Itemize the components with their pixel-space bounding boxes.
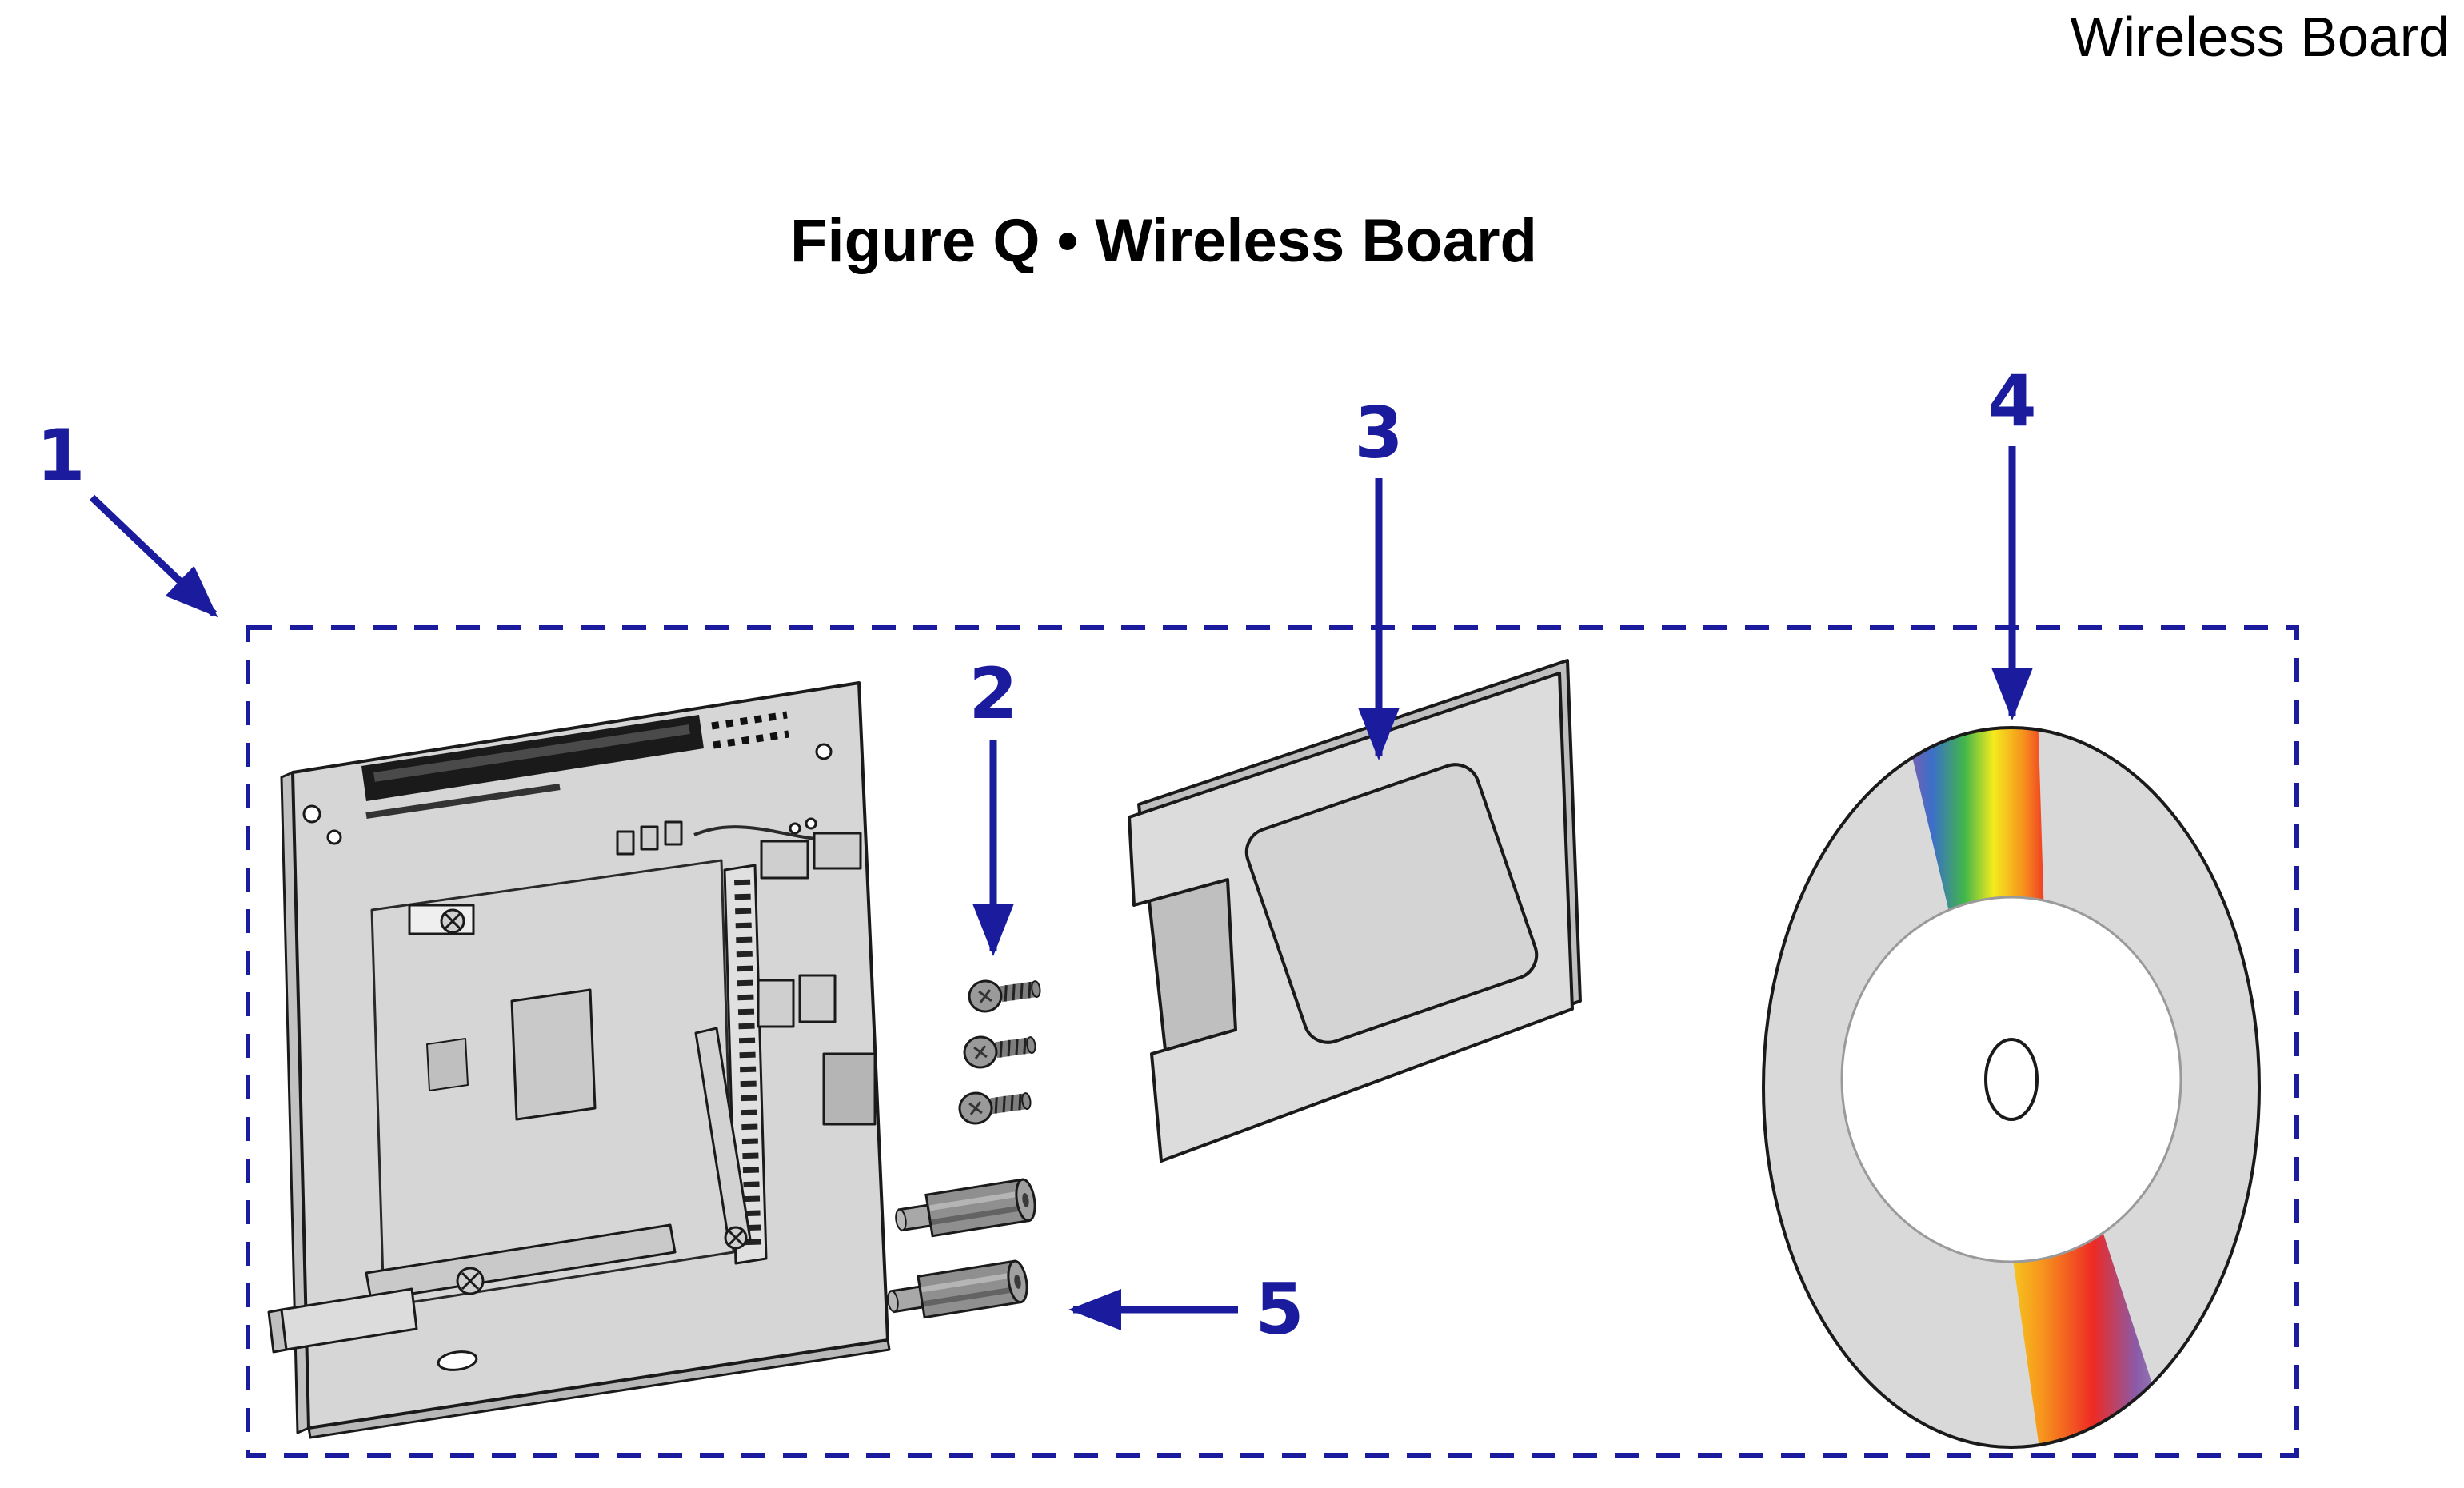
kit-boundary-dashed-box [246,625,2299,1458]
circuit-board-illustration [267,681,891,1439]
callout-4-number: 4 [1987,360,2036,442]
callout-1: 1 [36,414,218,618]
callout-5: 5 [1068,1268,1304,1350]
callout-1-number: 1 [36,414,85,497]
page-header-title: Wireless Board [2070,6,2450,68]
callout-1-arrow [89,494,218,618]
wireless-card-bracket-illustration [1128,659,1582,1163]
cd-center-hole [1984,1038,2039,1121]
callout-3: 3 [1354,392,1404,760]
software-cd-illustration [1762,726,2261,1449]
hex-standoffs-illustration [885,1179,1037,1323]
callout-5-number: 5 [1255,1268,1304,1350]
callout-3-number: 3 [1354,392,1403,474]
callout-2: 2 [968,652,1018,956]
figure-title: Figure Q • Wireless Board [790,207,1537,275]
mounting-screws-illustration [958,974,1042,1126]
callout-4: 4 [1987,360,2037,720]
callout-2-number: 2 [968,652,1017,735]
